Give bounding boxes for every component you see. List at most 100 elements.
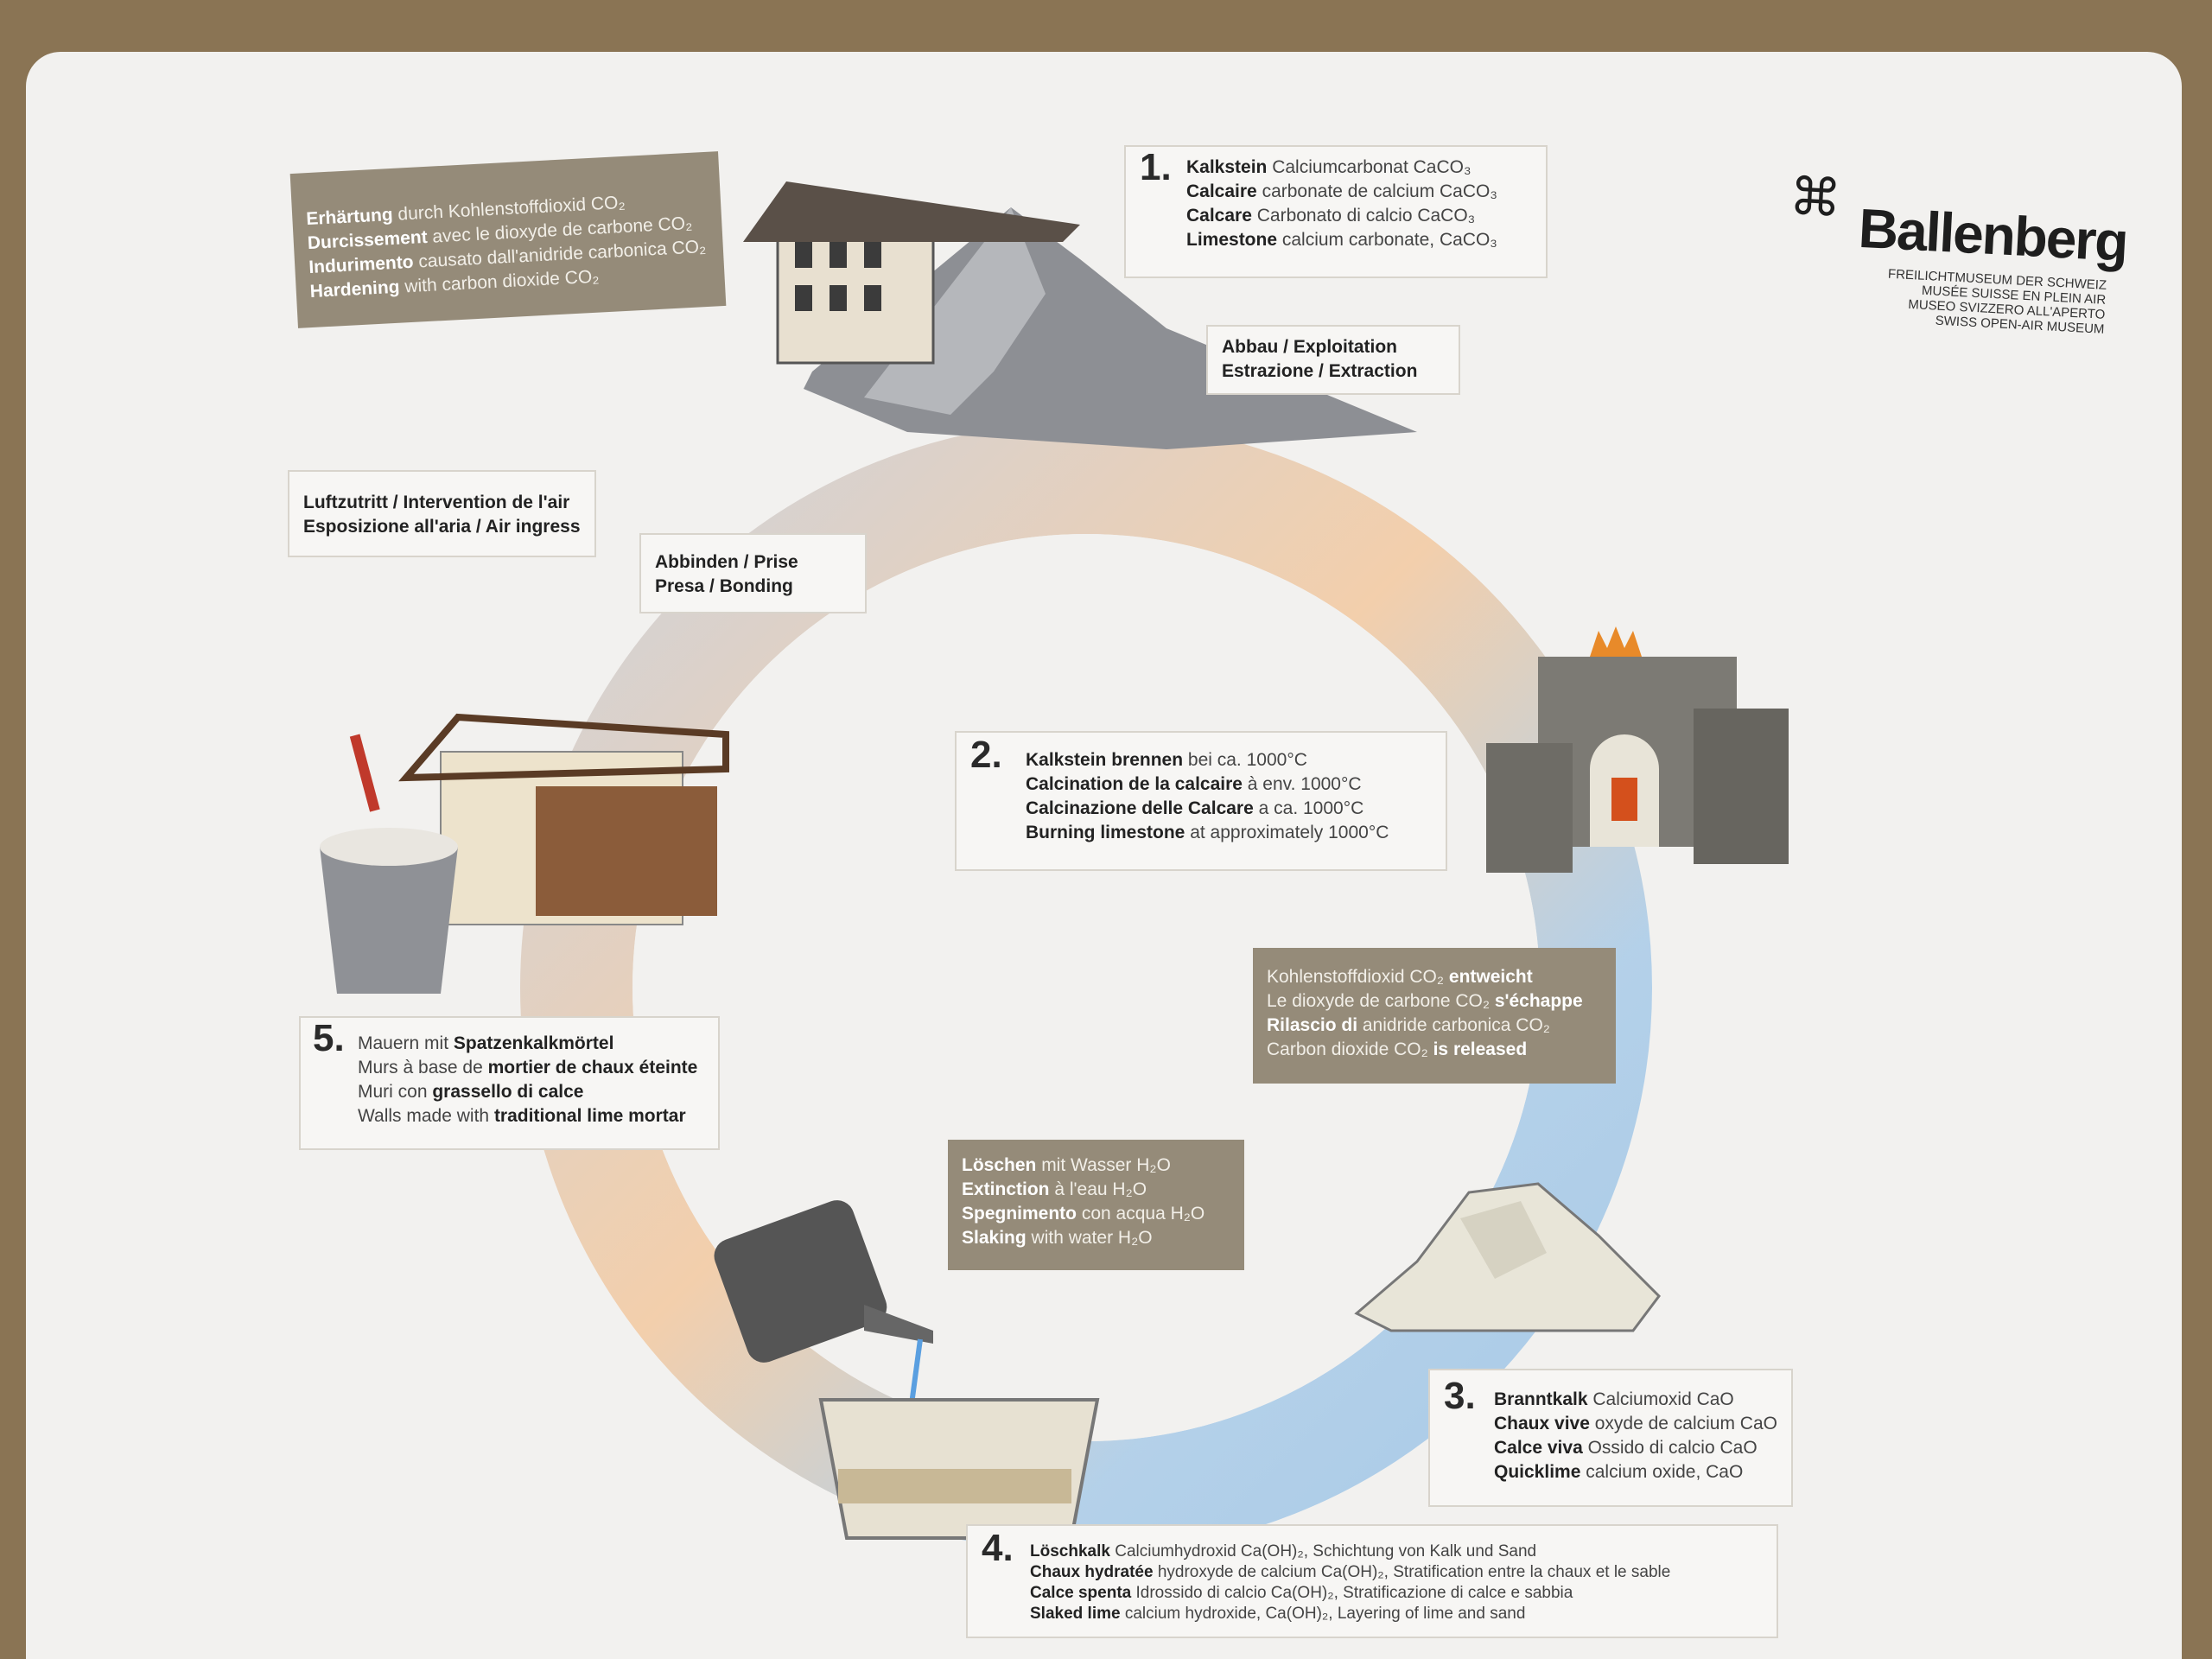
term-bold: Spegnimento (962, 1204, 1077, 1224)
mountain-house-illustration (743, 181, 1417, 449)
description-text: Murs à base de (358, 1058, 488, 1077)
ballenberg-logo: ⌘ Ballenberg FREILICHTMUSEUM DER SCHWEIZ… (1776, 161, 2129, 337)
step1-box: 1. Kalkstein Calciumcarbonat CaCO₃ Calca… (1124, 145, 1548, 278)
text-line: Slaked lime calcium hydroxide, Ca(OH)₂, … (1030, 1604, 1763, 1624)
term-bold: Chaux vive (1494, 1414, 1590, 1433)
term-bold: Calcaire (1186, 181, 1257, 201)
text-line: Branntkalk Calciumoxid CaO (1494, 1388, 1777, 1412)
term-bold: Calce spenta (1030, 1584, 1132, 1602)
term-bold: Branntkalk (1494, 1389, 1588, 1409)
description-text: hydroxyde de calcium Ca(OH)₂, Stratifica… (1153, 1563, 1671, 1581)
term-bold: mortier de chaux éteinte (487, 1058, 698, 1077)
description-text: calcium hydroxide, Ca(OH)₂, Layering of … (1120, 1605, 1526, 1623)
description-text: Kohlenstoffdioxid CO₂ (1267, 967, 1449, 987)
slaking-box: Löschen mit Wasser H₂O Extinction à l'ea… (948, 1140, 1244, 1270)
label-line: Abbinden / Prise (655, 552, 798, 572)
term-bold: Hardening (309, 276, 401, 302)
step5-box: 5. Mauern mit Spatzenkalkmörtel Murs à b… (299, 1016, 720, 1150)
term-bold: Löschen (962, 1155, 1037, 1175)
text-line: Chaux vive oxyde de calcium CaO (1494, 1412, 1777, 1436)
term-bold: Spatzenkalkmörtel (453, 1033, 614, 1053)
step-number: 2. (970, 734, 1002, 776)
term-bold: Extinction (962, 1179, 1050, 1199)
step-number: 5. (313, 1017, 345, 1059)
description-text: Walls made with (358, 1106, 494, 1126)
text-line: Rilascio di anidride carbonica CO₂ (1267, 1014, 1602, 1038)
term-bold: Erhärtung (305, 204, 394, 230)
description-text: Calciumoxid CaO (1587, 1389, 1734, 1409)
term-bold: is released (1433, 1039, 1528, 1059)
step2-box: 2. Kalkstein brennen bei ca. 1000°C Calc… (955, 731, 1447, 871)
hardening-box: Erhärtung durch Kohlenstoffdioxid CO₂ Du… (289, 151, 727, 328)
text-line: Kohlenstoffdioxid CO₂ entweicht (1267, 965, 1602, 989)
term-bold: Calcinazione delle Calcare (1026, 798, 1254, 818)
description-text: Carbon dioxide CO₂ (1267, 1039, 1433, 1059)
term-bold: Durcissement (307, 226, 429, 254)
text-line: Extinction à l'eau H₂O (962, 1178, 1230, 1202)
description-text: a ca. 1000°C (1253, 798, 1364, 818)
description-text: mit Wasser H₂O (1036, 1155, 1171, 1175)
text-line: Kalkstein brennen bei ca. 1000°C (1026, 748, 1432, 772)
text-line: Chaux hydratée hydroxyde de calcium Ca(O… (1030, 1562, 1763, 1583)
text-line: Mauern mit Spatzenkalkmörtel (358, 1032, 704, 1056)
term-bold: Limestone (1186, 230, 1278, 250)
text-line: Calce spenta Idrossido di calcio Ca(OH)₂… (1030, 1583, 1763, 1604)
text-line: Calcination de la calcaire à env. 1000°C (1026, 772, 1432, 797)
label-line: Presa / Bonding (655, 576, 793, 596)
description-text: oxyde de calcium CaO (1589, 1414, 1777, 1433)
step-number: 3. (1444, 1375, 1476, 1417)
label-line: Esposizione all'aria / Air ingress (303, 517, 581, 537)
knot-icon: ⌘ (1788, 167, 1843, 228)
term-bold: Calcare (1186, 206, 1252, 226)
text-line: Carbon dioxide CO₂ is released (1267, 1038, 1602, 1062)
step-number: 4. (982, 1527, 1014, 1569)
co2-released-box: Kohlenstoffdioxid CO₂ entweicht Le dioxy… (1253, 948, 1616, 1084)
term-bold: Quicklime (1494, 1462, 1581, 1482)
description-text: à l'eau H₂O (1049, 1179, 1147, 1199)
text-line: Quicklime calcium oxide, CaO (1494, 1460, 1777, 1484)
text-line: Löschkalk Calciumhydroxid Ca(OH)₂, Schic… (1030, 1541, 1763, 1562)
term-bold: s'échappe (1494, 991, 1583, 1011)
term-bold: Chaux hydratée (1030, 1563, 1154, 1581)
watering-can-pot-illustration (714, 1200, 1100, 1540)
text-line: Limestone calcium carbonate, CaCO₃ (1186, 228, 1532, 252)
description-text: Ossido di calcio CaO (1582, 1438, 1758, 1458)
term-bold: Slaked lime (1030, 1605, 1121, 1623)
term-bold: grassello di calce (432, 1082, 584, 1102)
house-and-bucket-illustration (320, 713, 729, 994)
quicklime-pile-illustration (1354, 1182, 1661, 1332)
description-text: carbonate de calcium CaCO₃ (1256, 181, 1497, 201)
term-bold: Rilascio di (1267, 1015, 1358, 1035)
label-line: Estrazione / Extraction (1222, 361, 1418, 381)
term-bold: Kalkstein brennen (1026, 750, 1184, 770)
text-line: Slaking with water H₂O (962, 1226, 1230, 1250)
lime-kiln-illustration (1486, 626, 1789, 873)
term-bold: Indurimento (308, 251, 415, 278)
logo-name: Ballenberg (1857, 196, 2129, 274)
text-line: Kalkstein Calciumcarbonat CaCO₃ (1186, 156, 1532, 180)
description-text: Carbonato di calcio CaCO₃ (1251, 206, 1476, 226)
term-bold: Calce viva (1494, 1438, 1583, 1458)
term-bold: Kalkstein (1186, 157, 1268, 177)
term-bold: entweicht (1448, 967, 1533, 987)
description-text: Le dioxyde de carbone CO₂ (1267, 991, 1495, 1011)
text-line: Le dioxyde de carbone CO₂ s'échappe (1267, 989, 1602, 1014)
text-line: Walls made with traditional lime mortar (358, 1104, 704, 1128)
description-text: bei ca. 1000°C (1183, 750, 1307, 770)
description-text: con acqua H₂O (1077, 1204, 1205, 1224)
description-text: anidride carbonica CO₂ (1357, 1015, 1550, 1035)
description-text: Calciumcarbonat CaCO₃ (1267, 157, 1471, 177)
description-text: Calciumhydroxid Ca(OH)₂, Schichtung von … (1109, 1542, 1537, 1560)
term-bold: traditional lime mortar (493, 1106, 686, 1126)
description-text: calcium carbonate, CaCO₃ (1277, 230, 1497, 250)
term-bold: Löschkalk (1030, 1542, 1110, 1560)
term-bold: Calcination de la calcaire (1026, 774, 1243, 794)
text-line: Murs à base de mortier de chaux éteinte (358, 1056, 704, 1080)
description-text: at approximately 1000°C (1185, 823, 1389, 842)
description-text: calcium oxide, CaO (1580, 1462, 1744, 1482)
term-bold: Burning limestone (1026, 823, 1185, 842)
text-line: Calcinazione delle Calcare a ca. 1000°C (1026, 797, 1432, 821)
